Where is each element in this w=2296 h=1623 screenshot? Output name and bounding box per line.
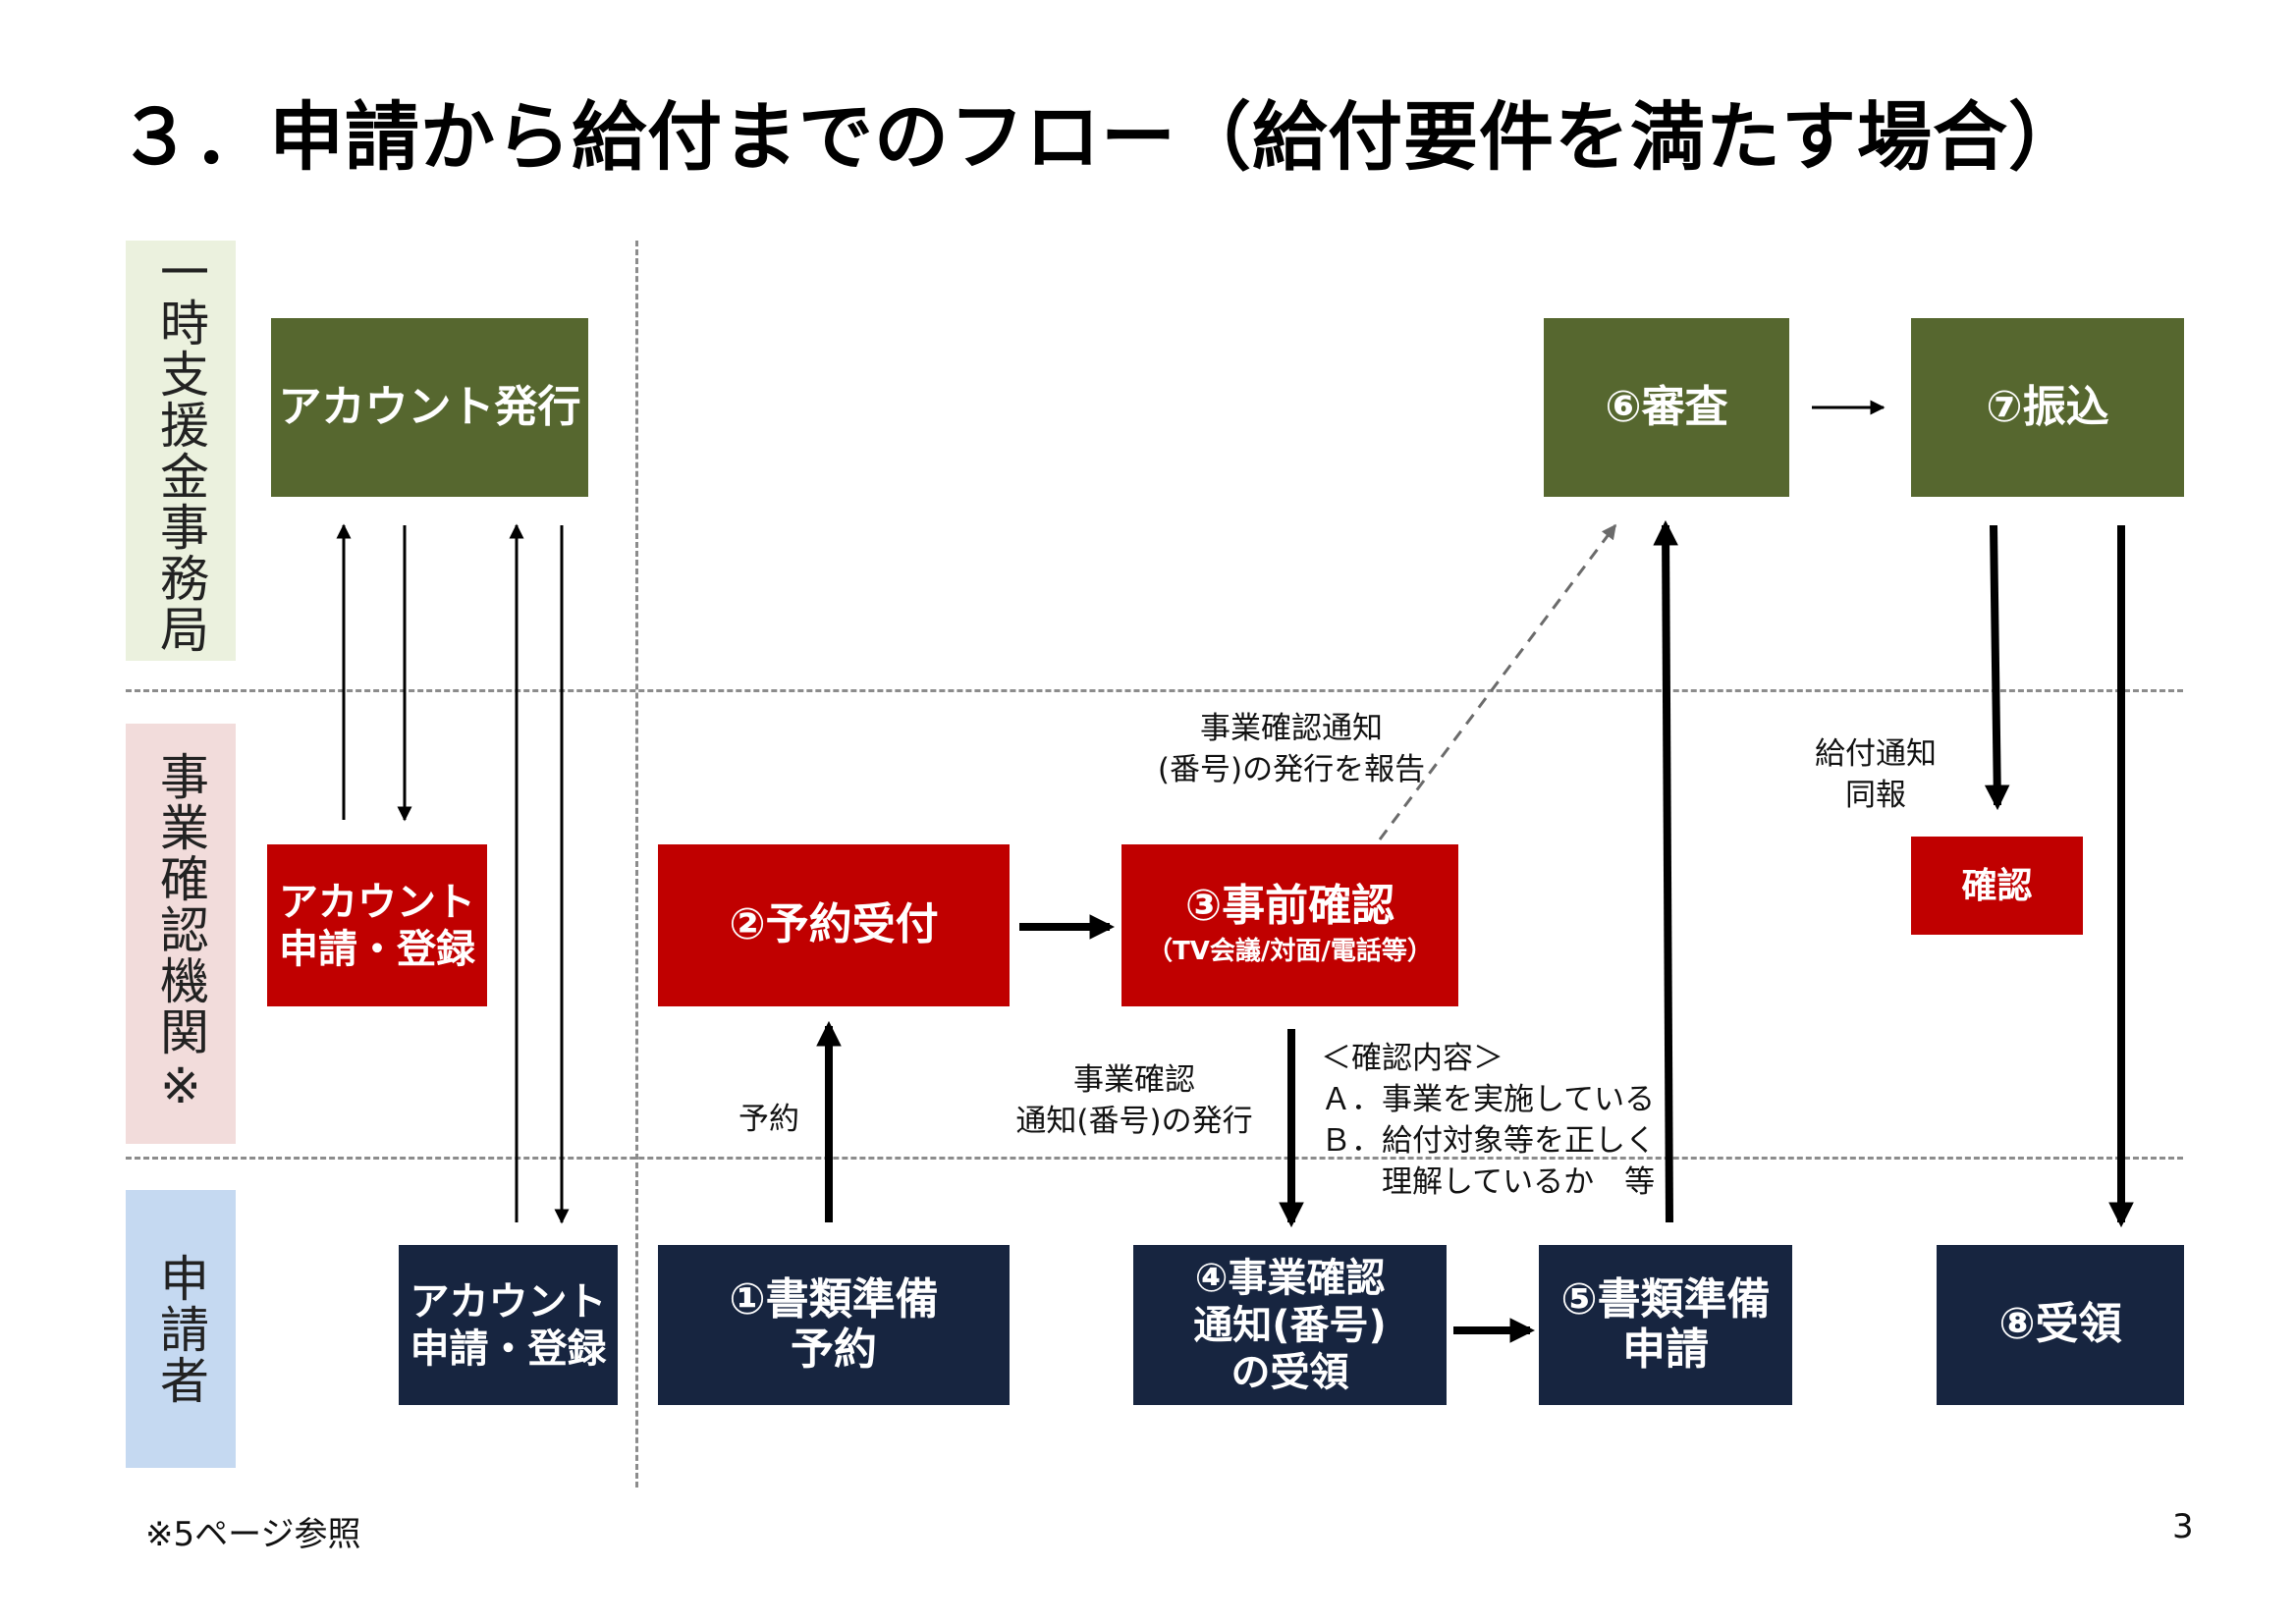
lane-agency: 事業確認機関※ xyxy=(126,724,236,1144)
arrow-apply-to-review xyxy=(1653,519,1678,1223)
check-contents-a: Ａ．事業を実施している xyxy=(1321,1081,1656,1117)
lane-divider-top xyxy=(126,689,2183,692)
agency-account-box: アカウント 申請・登録 xyxy=(267,844,487,1006)
applicant-account-box: アカウント 申請・登録 xyxy=(399,1245,618,1405)
issue-notice-line-2: 通知(番号)の発行 xyxy=(1015,1103,1253,1139)
lane-agency-label: 事業確認機関※ xyxy=(152,751,209,1116)
receive-notice-box: ④事業確認 通知(番号) の受領 xyxy=(1133,1245,1447,1405)
docs-apply-label-1: ⑤書類準備 xyxy=(1560,1273,1771,1325)
issue-notice-note: 事業確認 通知(番号)の発行 xyxy=(1002,1060,1267,1143)
issue-notice-line-1: 事業確認 xyxy=(1073,1062,1195,1098)
report-note-line-2: (番号)の発行を報告 xyxy=(1157,751,1426,787)
lane-office: 一時支援金事務局 xyxy=(126,241,236,661)
check-contents-b1: Ｂ．給付対象等を正しく xyxy=(1321,1122,1656,1159)
lane-divider-bottom xyxy=(126,1157,2183,1160)
receipt-box: ⑧受領 xyxy=(1937,1245,2184,1405)
docs-apply-label-2: 申請 xyxy=(1622,1324,1709,1375)
docs-apply-box: ⑤書類準備 申請 xyxy=(1539,1245,1792,1405)
confirm-box: 確認 xyxy=(1911,837,2083,935)
precheck-box: ③事前確認 （TV会議/対面/電話等） xyxy=(1121,844,1458,1006)
lane-applicant: 申請者 xyxy=(126,1190,236,1468)
page-number: 3 xyxy=(2172,1507,2194,1546)
page-title: ３．申請から給付までのフロー（給付要件を満たす場合） xyxy=(118,93,2084,181)
applicant-account-label-1: アカウント xyxy=(410,1278,607,1325)
agency-account-label-2: 申請・登録 xyxy=(279,926,475,972)
account-issue-label: アカウント発行 xyxy=(278,381,581,432)
docs-reserve-label-2: 予約 xyxy=(791,1324,877,1375)
check-contents-b2: 理解しているか 等 xyxy=(1321,1163,1656,1200)
report-note-line-1: 事業確認通知 xyxy=(1200,711,1383,746)
reservation-label: ②予約受付 xyxy=(729,899,939,950)
receive-notice-label-3: の受領 xyxy=(1230,1349,1349,1395)
account-issue-box: アカウント発行 xyxy=(271,318,588,497)
lane-office-label: 一時支援金事務局 xyxy=(152,246,209,655)
agency-account-label-1: アカウント xyxy=(279,879,475,925)
reserve-note: 予約 xyxy=(738,1100,799,1141)
check-contents-note: ＜確認内容＞ Ａ．事業を実施している Ｂ．給付対象等を正しく 理解しているか 等 xyxy=(1321,1039,1656,1203)
review-box: ⑥審査 xyxy=(1544,318,1789,497)
transfer-box: ⑦振込 xyxy=(1911,318,2184,497)
confirm-label: 確認 xyxy=(1961,865,2033,906)
applicant-account-label-2: 申請・登録 xyxy=(410,1325,607,1372)
review-label: ⑥審査 xyxy=(1605,381,1728,432)
precheck-label: ③事前確認 xyxy=(1184,881,1395,932)
lane-applicant-label: 申請者 xyxy=(152,1252,209,1406)
receipt-label: ⑧受領 xyxy=(1998,1299,2122,1350)
phase-divider xyxy=(635,241,638,1488)
benefit-notice-note: 給付通知 同報 xyxy=(1797,734,1954,817)
receive-notice-label-1: ④事業確認 xyxy=(1194,1255,1386,1301)
docs-reserve-label-1: ①書類準備 xyxy=(729,1273,939,1325)
precheck-sublabel: （TV会議/対面/電話等） xyxy=(1147,936,1433,966)
report-note: 事業確認通知 (番号)の発行を報告 xyxy=(1149,709,1434,791)
arrow-transfer-to-confirm xyxy=(1984,524,2010,811)
docs-reserve-box: ①書類準備 予約 xyxy=(658,1245,1010,1405)
reserve-note-text: 予約 xyxy=(738,1102,799,1137)
benefit-notice-line-1: 給付通知 xyxy=(1815,736,1937,772)
reservation-box: ②予約受付 xyxy=(658,844,1010,1006)
benefit-notice-line-2: 同報 xyxy=(1845,777,1906,813)
transfer-label: ⑦振込 xyxy=(1986,381,2109,432)
receive-notice-label-2: 通知(番号) xyxy=(1193,1302,1387,1348)
check-contents-title: ＜確認内容＞ xyxy=(1321,1041,1503,1076)
footnote: ※5ページ参照 xyxy=(145,1515,361,1554)
arrow-report-to-review xyxy=(1378,523,1617,840)
